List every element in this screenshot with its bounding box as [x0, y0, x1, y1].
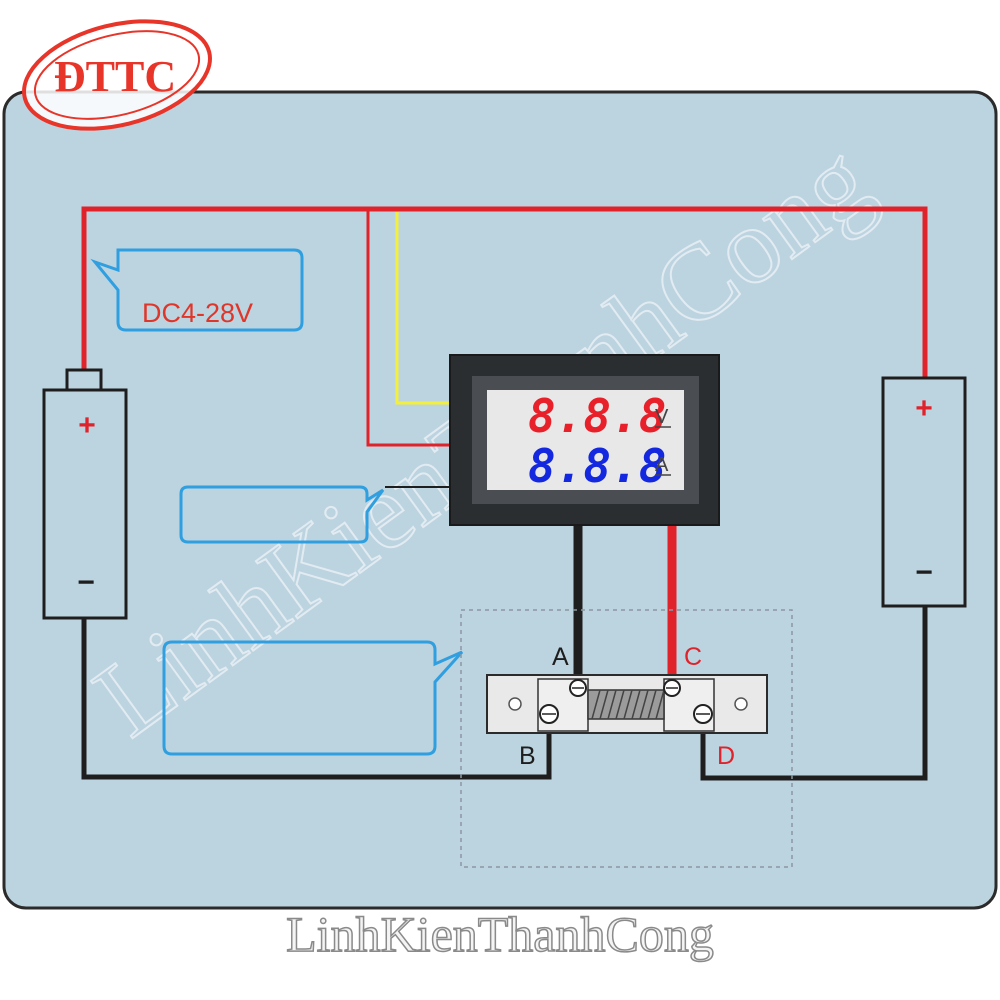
current-readout: 8.8.8 [528, 439, 666, 493]
right-battery: + − [881, 376, 967, 608]
shunt-callout [162, 640, 464, 756]
voltage-unit-label: V [655, 406, 669, 428]
dttc-logo: ĐTTC [22, 19, 212, 131]
left-battery-plus-label: + [78, 409, 96, 442]
voltage-range-callout: DC4-28V [90, 248, 304, 332]
voltage-readout: 8.8.8 [528, 389, 666, 443]
black-wire-load-negative [700, 606, 928, 781]
left-battery-minus-label: − [77, 566, 95, 599]
yellow-wire-voltage-sense [395, 212, 452, 405]
voltage-range-text: DC4-28V [142, 298, 253, 328]
footer-watermark: LinhKienThanhCong [285, 905, 714, 963]
logo-text: ĐTTC [54, 52, 176, 101]
right-battery-plus-label: + [915, 392, 933, 425]
current-shunt [486, 674, 768, 734]
left-battery: + − [42, 368, 128, 620]
terminal-label-c: C [684, 643, 702, 671]
current-unit-label: A [655, 454, 669, 476]
terminal-label-d: D [717, 742, 735, 770]
meter-ground-callout [179, 485, 385, 544]
shunt-region-outline [460, 609, 793, 868]
red-wire-meter-power [366, 209, 452, 447]
red-wire-positive-bus [81, 206, 928, 378]
black-wire-battery-negative [81, 618, 552, 780]
volt-amp-meter: 8.8.8 V 8.8.8 A [449, 354, 720, 526]
terminal-label-b: B [519, 742, 536, 770]
terminal-label-a: A [552, 643, 569, 671]
right-battery-minus-label: − [915, 556, 933, 589]
